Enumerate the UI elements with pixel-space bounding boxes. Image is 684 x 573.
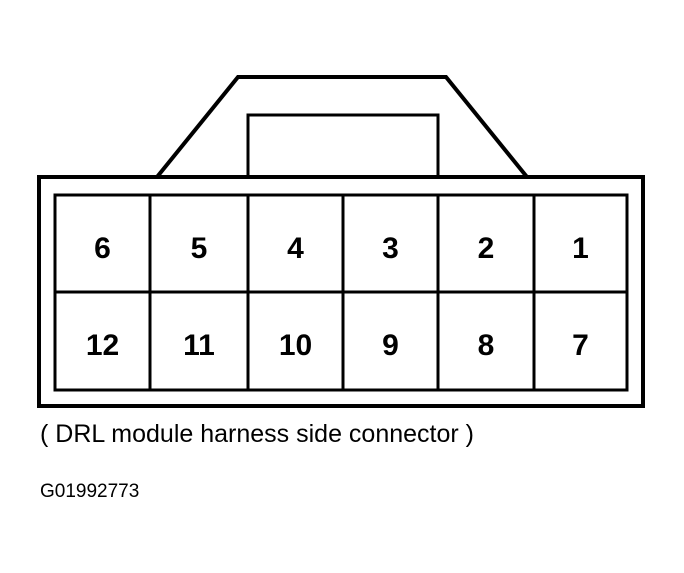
pin-10-label: 10	[279, 329, 312, 362]
figure-id: G01992773	[40, 481, 140, 502]
pin-8-label: 8	[478, 329, 495, 362]
pin-7-label: 7	[572, 329, 589, 362]
pin-5-label: 5	[191, 232, 208, 265]
pin-1-label: 1	[572, 232, 589, 265]
column-dividers	[148, 195, 536, 390]
pin-11-label: 11	[183, 329, 215, 362]
connector-lock-tab	[246, 113, 440, 177]
pin-3-label: 3	[382, 232, 399, 265]
pin-6-label: 6	[94, 232, 111, 265]
pin-labels: 6 5 4 3 2 1 12 11 10 9 8 7	[86, 232, 589, 362]
pin-2-label: 2	[478, 232, 495, 265]
pin-9-label: 9	[382, 329, 399, 362]
connector-latch	[155, 75, 529, 179]
pin-12-label: 12	[86, 329, 119, 362]
pin-4-label: 4	[287, 232, 304, 265]
diagram-caption: ( DRL module harness side connector )	[40, 420, 474, 448]
